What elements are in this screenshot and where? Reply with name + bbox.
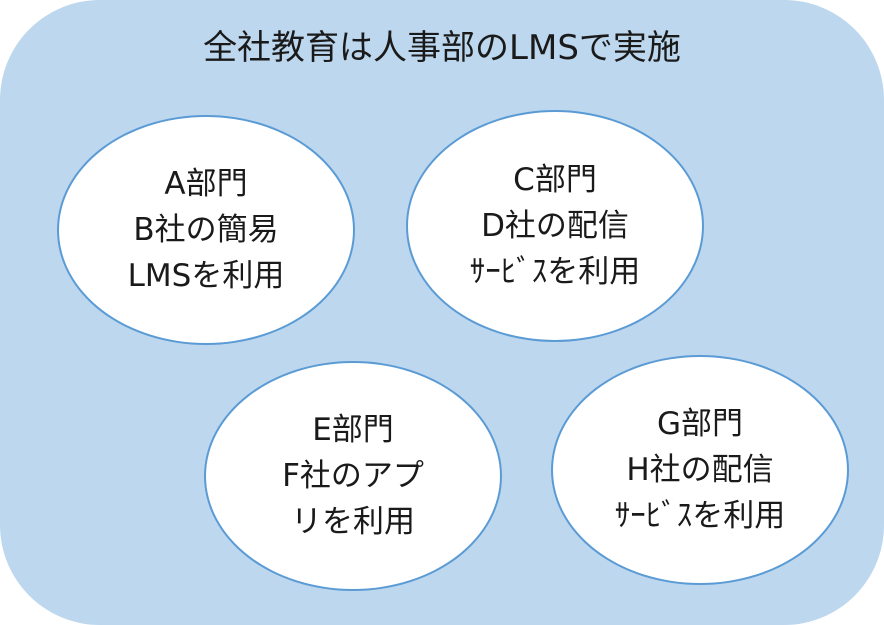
department-detail: リを利用 [291, 504, 415, 540]
diagram-title: 全社教育は人事部のLMSで実施 [203, 28, 681, 68]
department-name: G部門 [656, 406, 744, 442]
department-detail: LMSを利用 [127, 258, 285, 294]
department-bubble-g: G部門 H社の配信 ｻｰﾋﾞｽを利用 [551, 355, 849, 585]
department-detail: ｻｰﾋﾞｽを利用 [469, 254, 641, 290]
department-detail: D社の配信 [481, 208, 629, 244]
department-name: A部門 [164, 166, 248, 202]
department-name: E部門 [312, 412, 394, 448]
department-detail: H社の配信 [626, 452, 774, 488]
department-bubble-a: A部門 B社の簡易 LMSを利用 [57, 115, 355, 345]
department-name: C部門 [513, 162, 597, 198]
department-bubble-e: E部門 F社のアプ リを利用 [204, 361, 502, 591]
department-bubble-c: C部門 D社の配信 ｻｰﾋﾞｽを利用 [406, 110, 704, 342]
department-detail: ｻｰﾋﾞｽを利用 [614, 498, 786, 534]
department-detail: F社のアプ [282, 458, 424, 494]
department-detail: B社の簡易 [133, 212, 279, 248]
